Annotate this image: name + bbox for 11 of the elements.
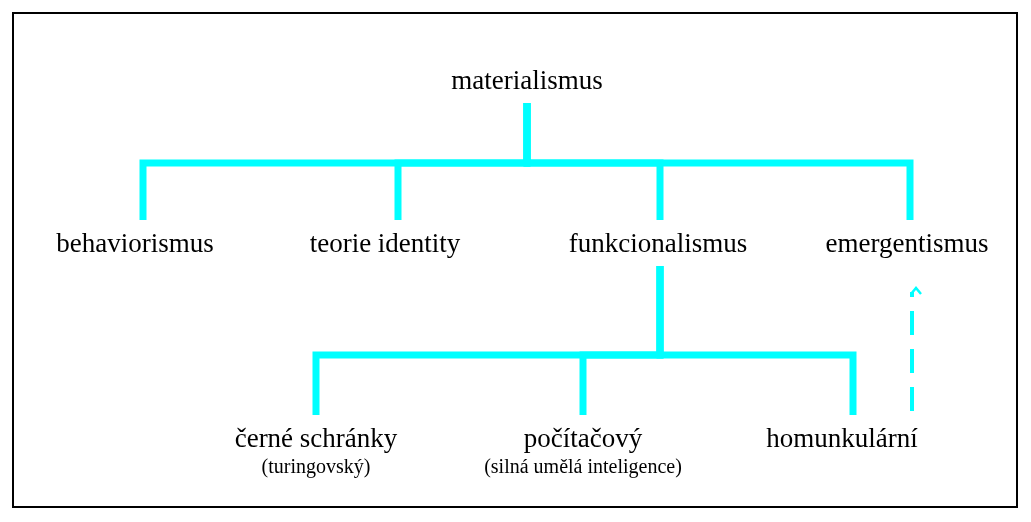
node-label: behaviorismus <box>56 228 214 258</box>
dashed-arrow <box>909 286 923 411</box>
node-label: funkcionalismus <box>568 228 748 258</box>
node-label: počítačový <box>522 423 644 453</box>
node-label: teorie identity <box>309 228 461 258</box>
node-label: emergentismus <box>825 228 989 258</box>
node-sublabel: (silná umělá inteligence) <box>484 454 682 479</box>
node-sublabel: (turingovský) <box>260 454 372 479</box>
node-label: materialismus <box>451 65 603 95</box>
node-label: homunkulární <box>766 423 918 453</box>
node-label: černé schránky <box>234 423 398 453</box>
